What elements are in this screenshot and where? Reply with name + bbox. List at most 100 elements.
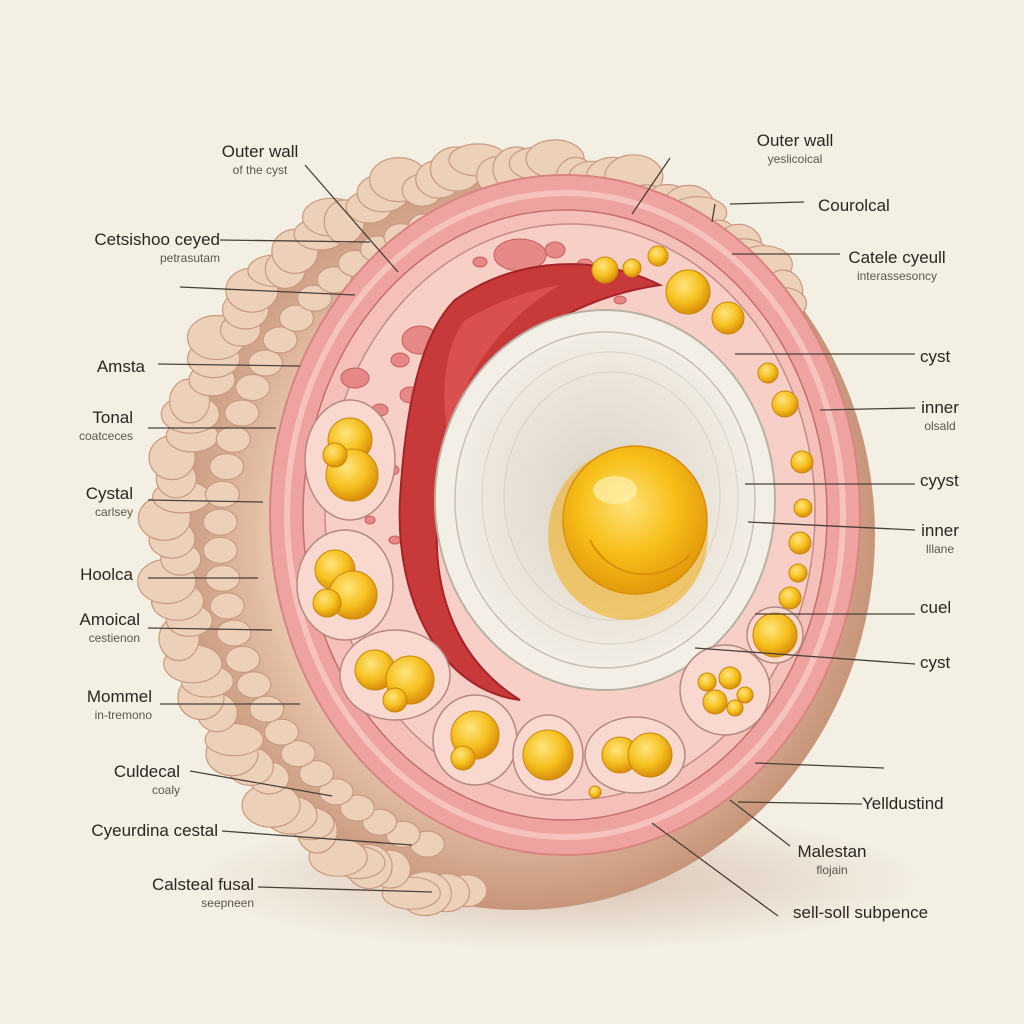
tissue-bump [209,453,245,481]
leader-line [737,801,863,805]
label-left-6: Hoolca [80,565,133,584]
label-right-3: Catele cyeull interassesoncy [848,248,946,283]
label-left-10: Cyeurdina cestal [91,821,218,840]
label-right-8: cuel [920,598,952,617]
red-cavity-highlight [444,285,560,440]
label-right-7: inner lllane [921,521,959,556]
tissue-bump [249,695,285,723]
small-nodule [711,301,745,335]
tissue-bump [209,592,245,620]
nodule [718,666,742,690]
leader-line [157,363,301,367]
pore [340,367,370,389]
nodule [702,689,728,715]
pore [613,295,627,305]
label-right-12: sell-soll subpence [793,903,929,922]
leader-line [729,201,805,205]
small-nodule [665,269,711,315]
leader-line [147,627,273,631]
label-right-5: inner olsald [921,398,959,433]
leader-line [631,157,671,215]
leader-line [694,647,916,665]
label-left-5: Cystal carlsey [85,484,133,519]
tissue-bump [278,304,315,332]
leader-line [219,239,371,243]
small-nodule [788,531,812,555]
tissue-bump [339,794,375,822]
label-left-3: Amsta [96,357,145,376]
nodule-chamber [296,529,394,641]
pore [544,241,566,259]
tissue-bump [216,619,252,647]
leader-line [304,164,399,273]
tissue-bump [318,778,354,806]
nodule [736,686,754,704]
nodule [382,687,408,713]
small-nodule [647,245,669,267]
nodule [450,745,476,771]
pore [388,535,402,545]
yolk-nucleus [548,445,708,620]
nodule-chamber [679,644,771,736]
tissue-bump [236,671,272,699]
yellow-nodules [296,245,814,799]
pore [364,515,376,525]
tissue-bump [224,399,260,427]
leader-line [189,770,333,797]
chamber-wall [679,644,771,736]
small-nodule [622,258,642,278]
small-nodule [588,785,602,799]
small-nodule [778,586,802,610]
nodule-chamber [432,694,518,786]
small-nodule [790,450,814,474]
nodule-chamber [304,399,396,521]
label-right-2: Courolcal [818,196,890,215]
nodule [752,612,798,658]
label-right-4: cyst [920,347,951,366]
small-nodule [793,498,813,518]
leader-line [179,286,356,296]
label-left-outer-wall: Outer wall of the cyst [221,142,299,177]
label-right-11: Malestan flojain [797,842,867,877]
nodule [312,588,342,618]
nodule [697,672,717,692]
label-left-9: Culdecal coaly [113,762,180,797]
leader-line [819,407,916,411]
label-left-8: Mommel in-tremono [86,687,152,722]
tissue-bump [204,480,240,508]
small-nodule [771,390,799,418]
tissue-bump [235,373,271,402]
nodule [627,732,673,778]
nodule [726,699,744,717]
nodule-chamber [746,606,804,664]
pore [390,352,410,368]
leader-line [651,822,779,917]
leader-line [147,499,264,503]
leader-line [257,886,433,893]
small-nodule [757,362,779,384]
leader-lines [147,157,916,917]
nodule-chamber [512,714,584,796]
tissue-bump [298,760,334,788]
pink-wall-band [284,190,846,840]
tissue-bump [215,425,251,453]
tissue-bump [225,645,261,674]
small-nodule [591,256,619,284]
leader-line [711,203,716,223]
tissue-bump [280,740,316,768]
small-nodule [788,563,808,583]
nodule-chamber [339,629,451,721]
label-right-6: cyyst [920,471,959,490]
tissue-bump [297,284,333,312]
label-left-4: Tonal coatceces [78,408,133,443]
tissue-bumps [137,139,808,917]
label-right-9: cyst [920,653,951,672]
nodule-chamber [584,716,686,794]
tissue-bump [262,326,298,354]
leader-line [754,762,885,769]
tissue-bump [247,349,283,377]
nodule [522,729,574,781]
pore [472,256,488,268]
label-left-11: Calsteal fusal seepneen [151,875,254,910]
